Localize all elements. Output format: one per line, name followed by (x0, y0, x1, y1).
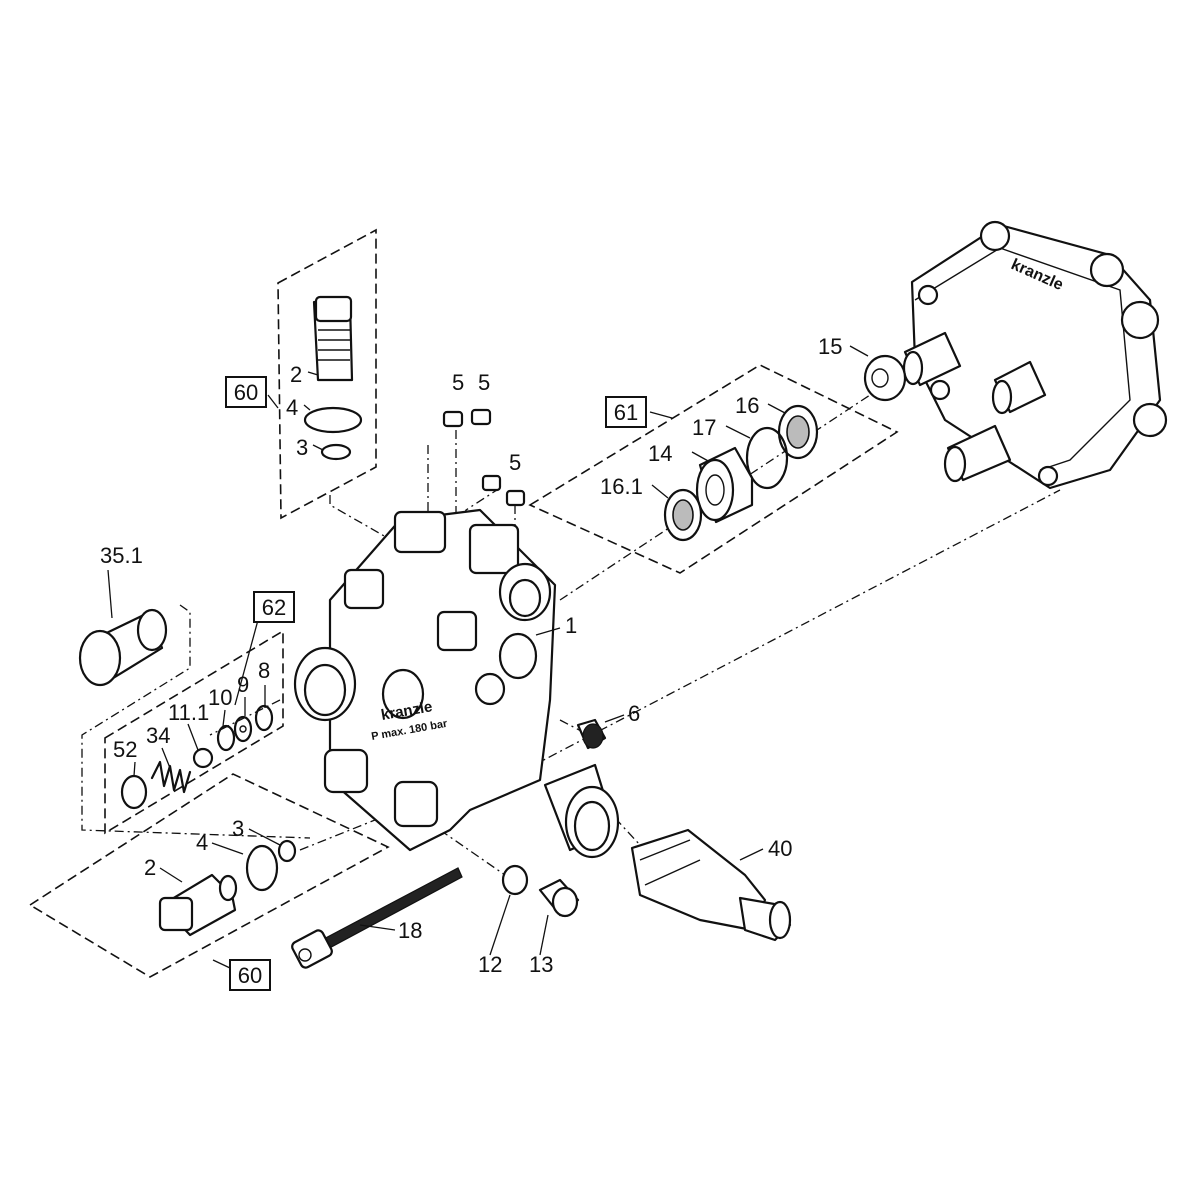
part-9-washer (233, 715, 253, 743)
kit-label-62: 62 (262, 595, 286, 620)
callout-6: 6 (628, 701, 640, 726)
callout-labels: 2 4 3 5 5 5 15 16 17 14 16.1 35.1 1 8 9 … (100, 334, 842, 977)
callout-17: 17 (692, 415, 716, 440)
kit-box-60-bottom: 60 (229, 959, 271, 991)
part-40-nozzle (630, 828, 792, 942)
part-4-bottom-oring (245, 844, 279, 892)
part-3-bottom-oring (277, 839, 297, 863)
callout-16-1: 16.1 (600, 474, 643, 499)
part-34-spring (150, 760, 192, 794)
part-2-top-valve (312, 295, 354, 382)
callout-34: 34 (146, 723, 170, 748)
kit-label-61: 61 (614, 400, 638, 425)
callout-5-b: 5 (478, 370, 490, 395)
callout-16: 16 (735, 393, 759, 418)
part-15-seal (863, 354, 907, 402)
kit-frame-60-bottom (28, 773, 390, 978)
part-14-sleeve (695, 446, 754, 524)
callout-18: 18 (398, 918, 422, 943)
callout-2-bottom: 2 (144, 855, 156, 880)
callout-52: 52 (113, 737, 137, 762)
kit-label-60-bottom: 60 (238, 963, 262, 988)
callout-35-1: 35.1 (100, 543, 143, 568)
callout-5-c: 5 (509, 450, 521, 475)
kit-label-60-top: 60 (234, 380, 258, 405)
part-11-1-ball (192, 747, 214, 769)
callout-40: 40 (768, 836, 792, 861)
callout-2-top: 2 (290, 362, 302, 387)
kit-frame-61 (528, 364, 899, 574)
callout-13: 13 (529, 952, 553, 977)
part-35-1-fitting (78, 608, 168, 687)
part-16-1-ring (663, 488, 703, 542)
part-8-oring (254, 704, 274, 732)
callout-3-bottom: 3 (232, 816, 244, 841)
callout-14: 14 (648, 441, 672, 466)
screws-5 (442, 408, 526, 507)
part-4-top-oring (303, 406, 363, 434)
pump-head: kranzle (902, 220, 1168, 490)
part-17-oring (745, 426, 789, 490)
kit-box-62: 62 (253, 591, 295, 623)
part-6-plug (576, 718, 607, 750)
part-52-oring (120, 774, 148, 810)
callout-3-top: 3 (296, 435, 308, 460)
part-18-bolt (291, 867, 463, 969)
kit-box-61: 61 (605, 396, 647, 428)
callout-15: 15 (818, 334, 842, 359)
kit-frame-60-top (277, 228, 377, 520)
part-10-ring (216, 724, 236, 752)
part-16-ring (777, 404, 819, 460)
callout-5-a: 5 (452, 370, 464, 395)
leader-lines (107, 345, 869, 969)
part-2-bottom-valve (158, 873, 238, 937)
callout-9: 9 (237, 672, 249, 697)
part-13-sleeve (538, 878, 580, 918)
callout-10: 10 (208, 685, 232, 710)
callout-1: 1 (565, 613, 577, 638)
kit-box-60-top: 60 (225, 376, 267, 408)
callout-12: 12 (478, 952, 502, 977)
part-12-washer (501, 864, 529, 896)
callout-4-bottom: 4 (196, 830, 208, 855)
callout-8: 8 (258, 658, 270, 683)
part-3-top-oring (320, 443, 352, 461)
callout-11-1: 11.1 (168, 700, 209, 725)
callout-4-top: 4 (286, 395, 298, 420)
part-1-main-body: kranzle P max. 180 bar (293, 508, 620, 859)
kit-frame-62 (104, 629, 284, 835)
